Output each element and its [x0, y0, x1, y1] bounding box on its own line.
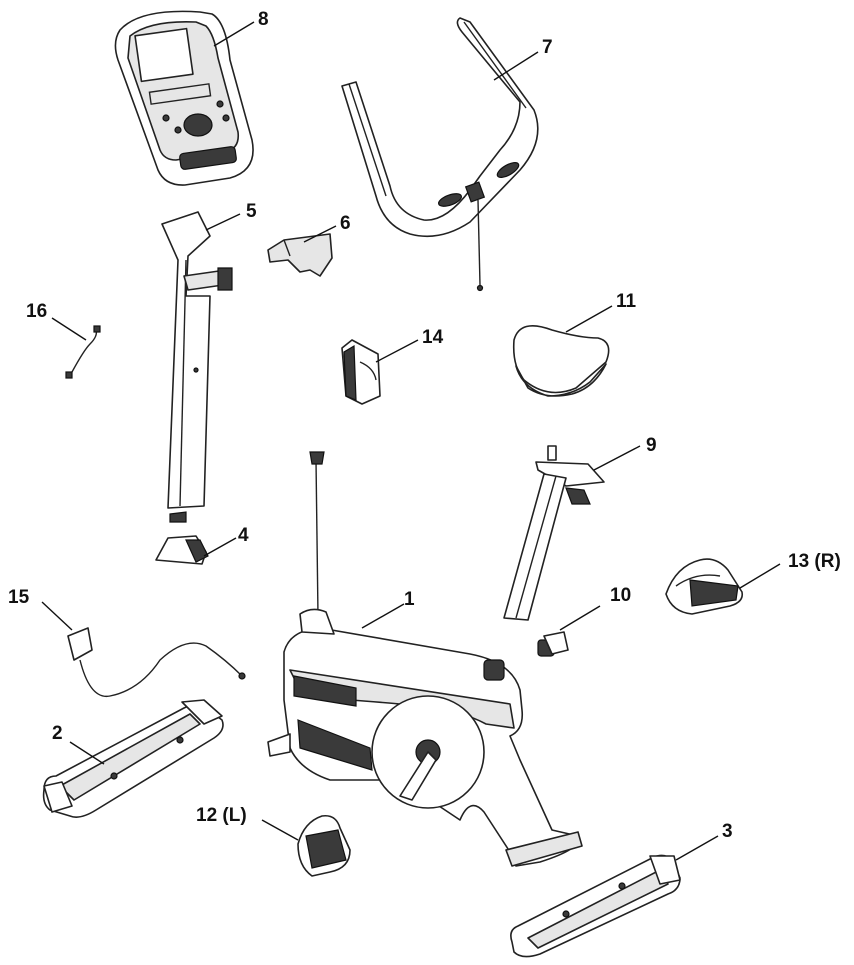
leader-7 [493, 51, 539, 81]
callout-16: 16 [26, 301, 48, 322]
leader-4 [203, 537, 237, 557]
leader-13 [739, 563, 781, 589]
callout-10: 10 [610, 585, 632, 606]
callout-3: 3 [722, 821, 733, 842]
leader-3 [675, 835, 719, 861]
callout-11: 11 [616, 291, 637, 312]
leader-16 [51, 317, 87, 341]
callout-2: 2 [52, 723, 63, 744]
callout-8: 8 [258, 9, 269, 30]
callout-13r: 13 (R) [788, 551, 841, 572]
leader-10 [559, 605, 601, 631]
part-console-mast [161, 211, 233, 523]
leader-6 [303, 225, 337, 243]
part-front-stabilizer [42, 699, 224, 818]
part-bottle-holder [341, 339, 381, 405]
leader-2 [69, 741, 105, 765]
callout-9: 9 [646, 435, 657, 456]
callout-5: 5 [246, 201, 257, 222]
part-power-adapter [67, 627, 246, 698]
leader-9 [593, 445, 641, 471]
leader-1 [361, 603, 405, 629]
callout-1: 1 [404, 589, 415, 610]
callout-7: 7 [542, 37, 553, 58]
callout-15: 15 [8, 587, 30, 608]
part-seat-post [503, 445, 605, 621]
part-console [114, 10, 254, 186]
callout-6: 6 [340, 213, 351, 234]
callout-4: 4 [238, 525, 249, 546]
part-base-cover [155, 535, 209, 565]
leader-15 [41, 601, 73, 631]
leader-11 [565, 305, 613, 333]
leader-14 [375, 339, 419, 363]
part-left-pedal [297, 814, 351, 877]
leader-5 [205, 213, 241, 231]
part-main-frame [267, 451, 583, 867]
callout-12l: 12 (L) [196, 805, 247, 826]
part-handlebar [341, 17, 539, 292]
part-right-pedal [665, 558, 744, 615]
callout-14: 14 [422, 327, 444, 348]
part-adjust-knob [537, 631, 569, 657]
part-seat [512, 324, 610, 397]
leader-12 [261, 819, 299, 841]
part-top-cover [267, 233, 333, 277]
leader-8 [213, 21, 255, 47]
part-rear-stabilizer [510, 854, 681, 958]
part-cable [65, 325, 101, 379]
